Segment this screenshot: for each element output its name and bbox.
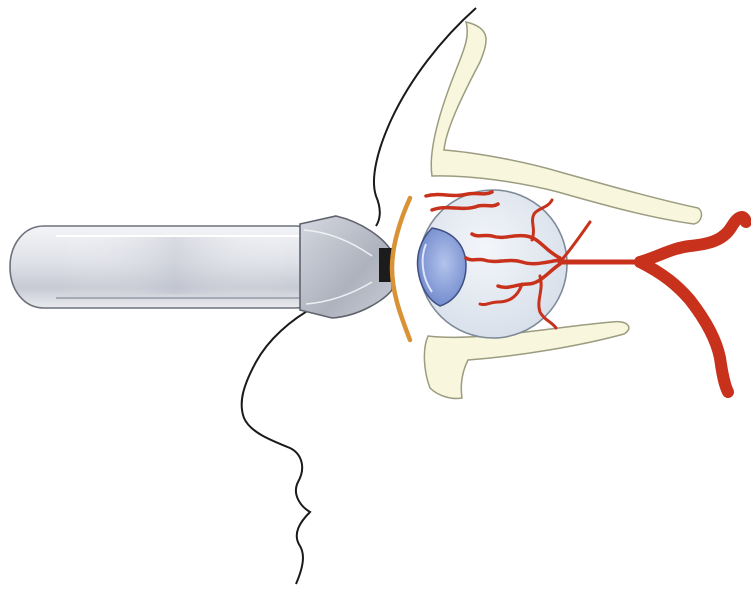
- ophthalmic-artery: [560, 217, 746, 392]
- face-profile: [374, 8, 476, 226]
- orbit-floor: [424, 322, 629, 399]
- face-profile-lower: [242, 306, 316, 584]
- eyelid: [392, 198, 410, 340]
- probe-sheen: [60, 236, 290, 294]
- ultrasound-probe: [10, 216, 393, 318]
